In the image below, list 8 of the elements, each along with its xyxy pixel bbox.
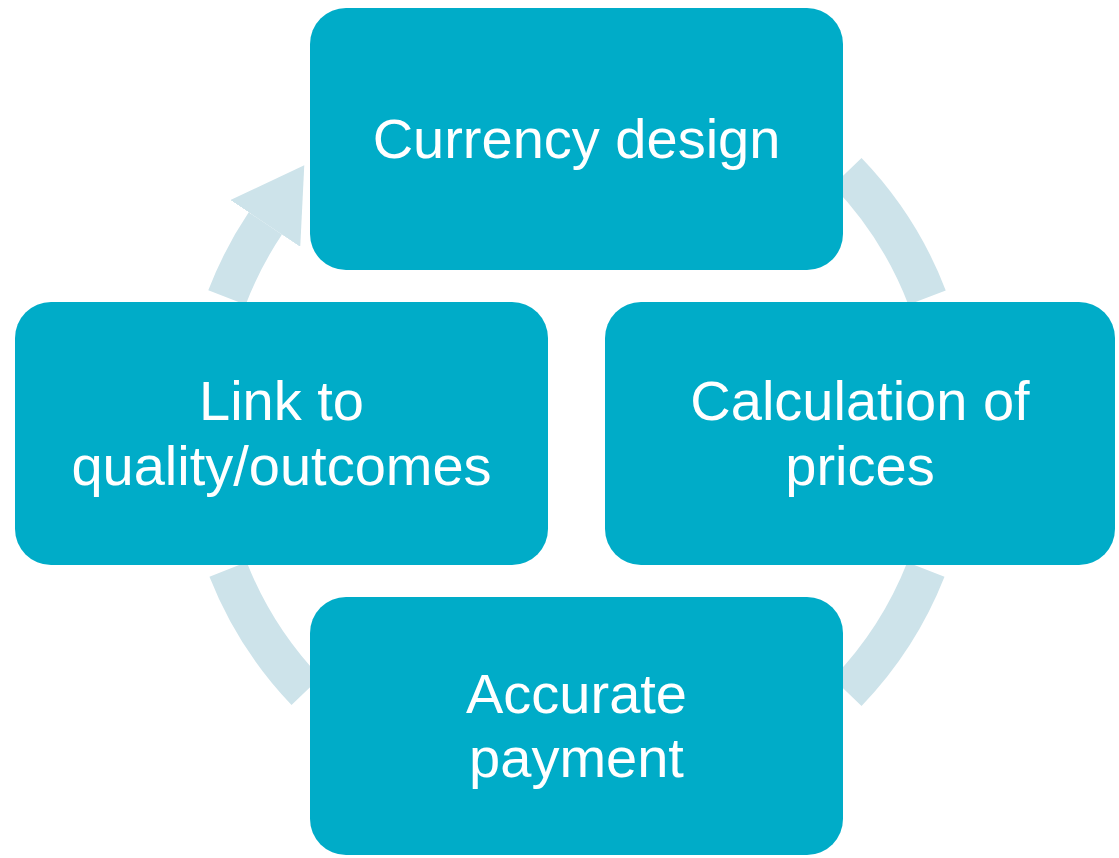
box-label: Currency design	[372, 106, 781, 172]
box-label: Link to quality/outcomes	[70, 369, 493, 498]
box-label: Calculation of prices	[689, 369, 1031, 498]
process-box	[310, 8, 843, 270]
process-box	[15, 302, 548, 565]
box-label: Accurate payment	[465, 661, 688, 791]
process-box	[605, 302, 1115, 565]
process-box	[310, 597, 843, 855]
